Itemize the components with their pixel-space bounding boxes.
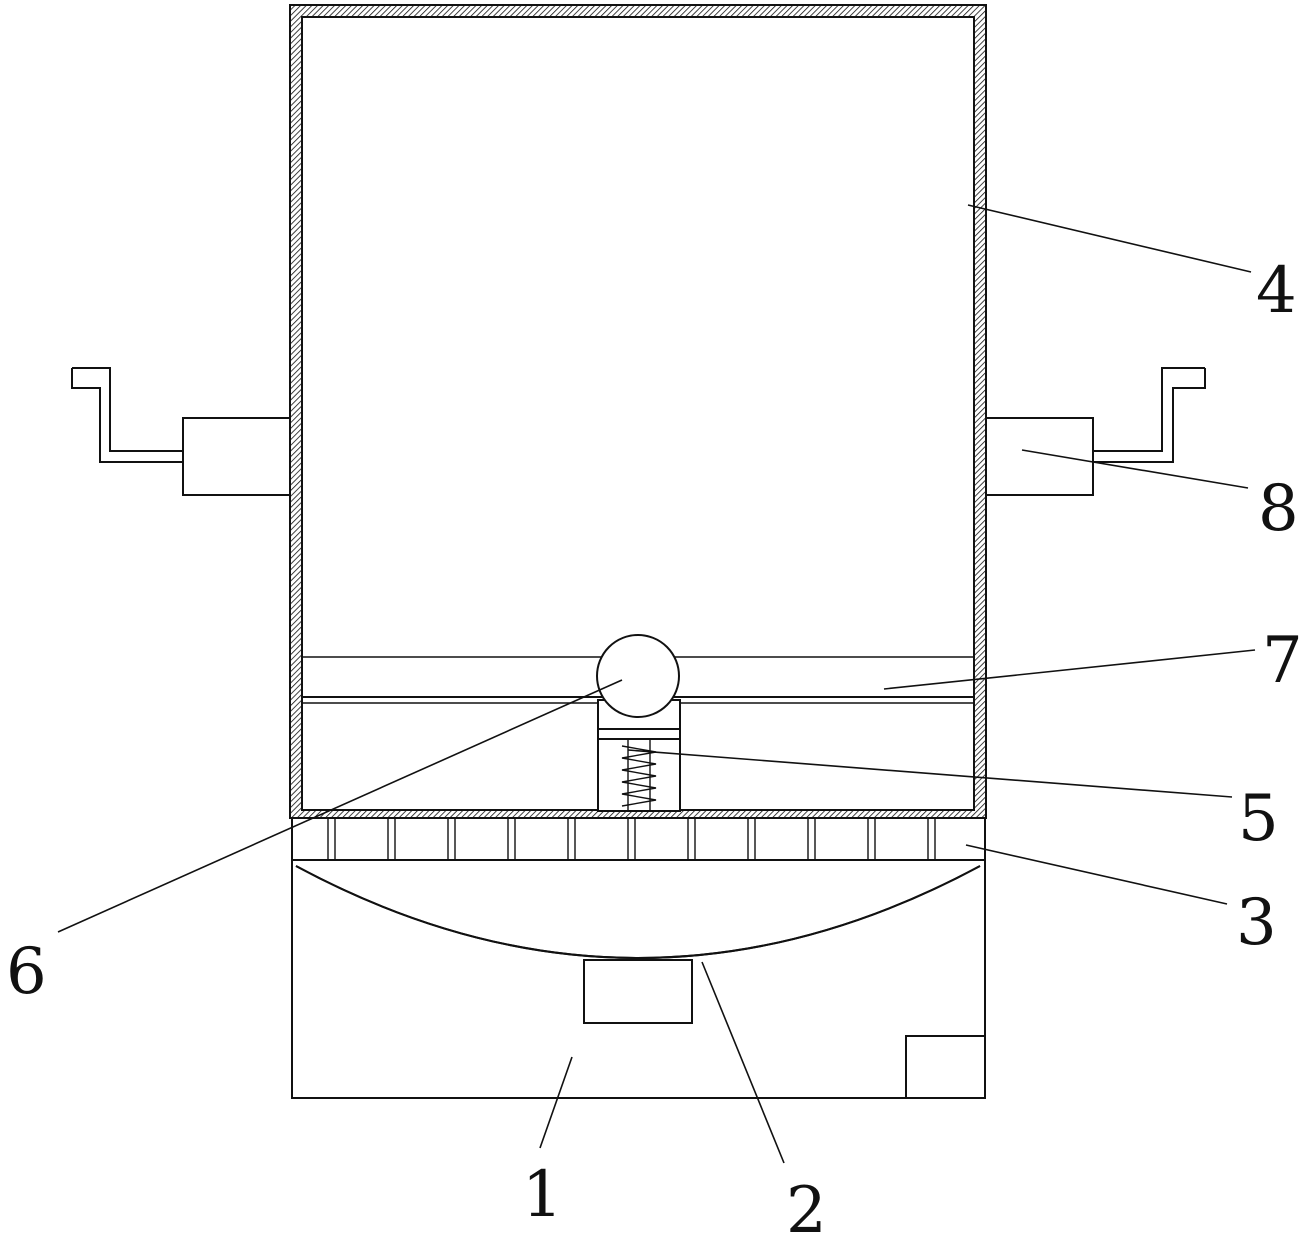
- corner-block: [905, 1035, 986, 1099]
- left-handle-bar: [71, 367, 183, 463]
- right-handle-assembly: [985, 367, 1206, 496]
- label-1: 1: [522, 1158, 563, 1232]
- outlet-block: [583, 959, 693, 1024]
- right-handle-block: [985, 417, 1094, 496]
- label-8: 8: [1258, 472, 1299, 546]
- label-5: 5: [1238, 782, 1279, 856]
- leader-8: [1021, 449, 1249, 489]
- leader-lines: [57, 204, 1256, 1164]
- leader-5: [627, 749, 1233, 798]
- ball: [596, 634, 680, 718]
- label-3: 3: [1236, 886, 1277, 960]
- label-6: 6: [6, 935, 47, 1009]
- leader-3: [965, 844, 1228, 905]
- spring-coil: [621, 745, 657, 807]
- leader-6: [57, 679, 623, 933]
- left-handle-block: [182, 417, 291, 496]
- label-7: 7: [1262, 624, 1303, 698]
- spring-assembly: [597, 699, 681, 812]
- leader-1: [539, 1056, 573, 1149]
- base: [291, 859, 986, 1099]
- left-handle-assembly: [71, 367, 291, 496]
- leader-4: [967, 204, 1252, 273]
- label-2: 2: [786, 1174, 827, 1239]
- leader-7: [883, 649, 1256, 690]
- grate: [291, 817, 986, 861]
- curved-plate: [295, 865, 981, 1024]
- leader-2: [701, 961, 785, 1164]
- right-handle-bar: [1093, 367, 1206, 463]
- label-4: 4: [1256, 254, 1297, 328]
